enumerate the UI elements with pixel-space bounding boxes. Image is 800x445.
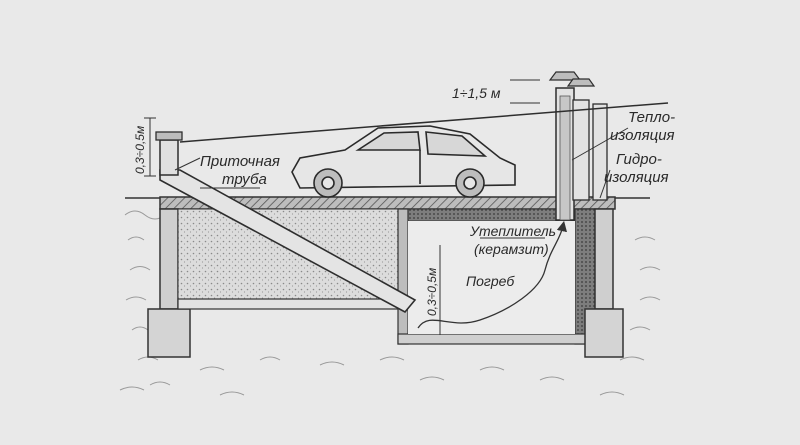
exhaust-cap-1 [548,71,582,81]
label-insulation-1: Утеплитель [469,223,556,239]
exhaust-cap-2 [566,78,596,87]
exhaust-pipe-insulation [559,95,571,221]
exhaust-pipe-3 [592,103,608,201]
left-footing [147,308,191,358]
cellar-ceiling [397,208,579,222]
label-thermal-1: Тепло- [628,109,675,126]
label-dim-inlet: 0,3÷0,5м [133,126,147,174]
leader-lines [174,127,629,239]
cellar-left-wall [397,208,409,345]
label-supply-pipe-1: Приточная [200,153,280,170]
right-footing [584,308,624,358]
label-dim-exhaust: 1÷1,5 м [452,85,501,101]
supply-pipe-cap [155,131,183,141]
label-cellar: Погреб [466,273,515,289]
dim-exhaust [510,79,540,104]
label-thermal-2: изоляция [610,127,675,144]
label-hydro-1: Гидро- [616,151,662,168]
car [291,125,516,198]
dim-inlet [144,117,156,177]
cellar-floor [397,333,596,345]
roof-line [179,102,669,143]
soil [119,210,661,396]
label-hydro-2: изоляция [604,169,669,186]
label-dim-cellar: 0,3÷0,5м [425,268,439,316]
floor-beam [177,298,399,310]
right-wall [594,208,614,310]
label-insulation-2: (керамзит) [474,241,549,257]
exhaust-pipe-2 [572,99,590,201]
left-wall [159,208,179,310]
label-supply-pipe-2: труба [222,171,267,188]
